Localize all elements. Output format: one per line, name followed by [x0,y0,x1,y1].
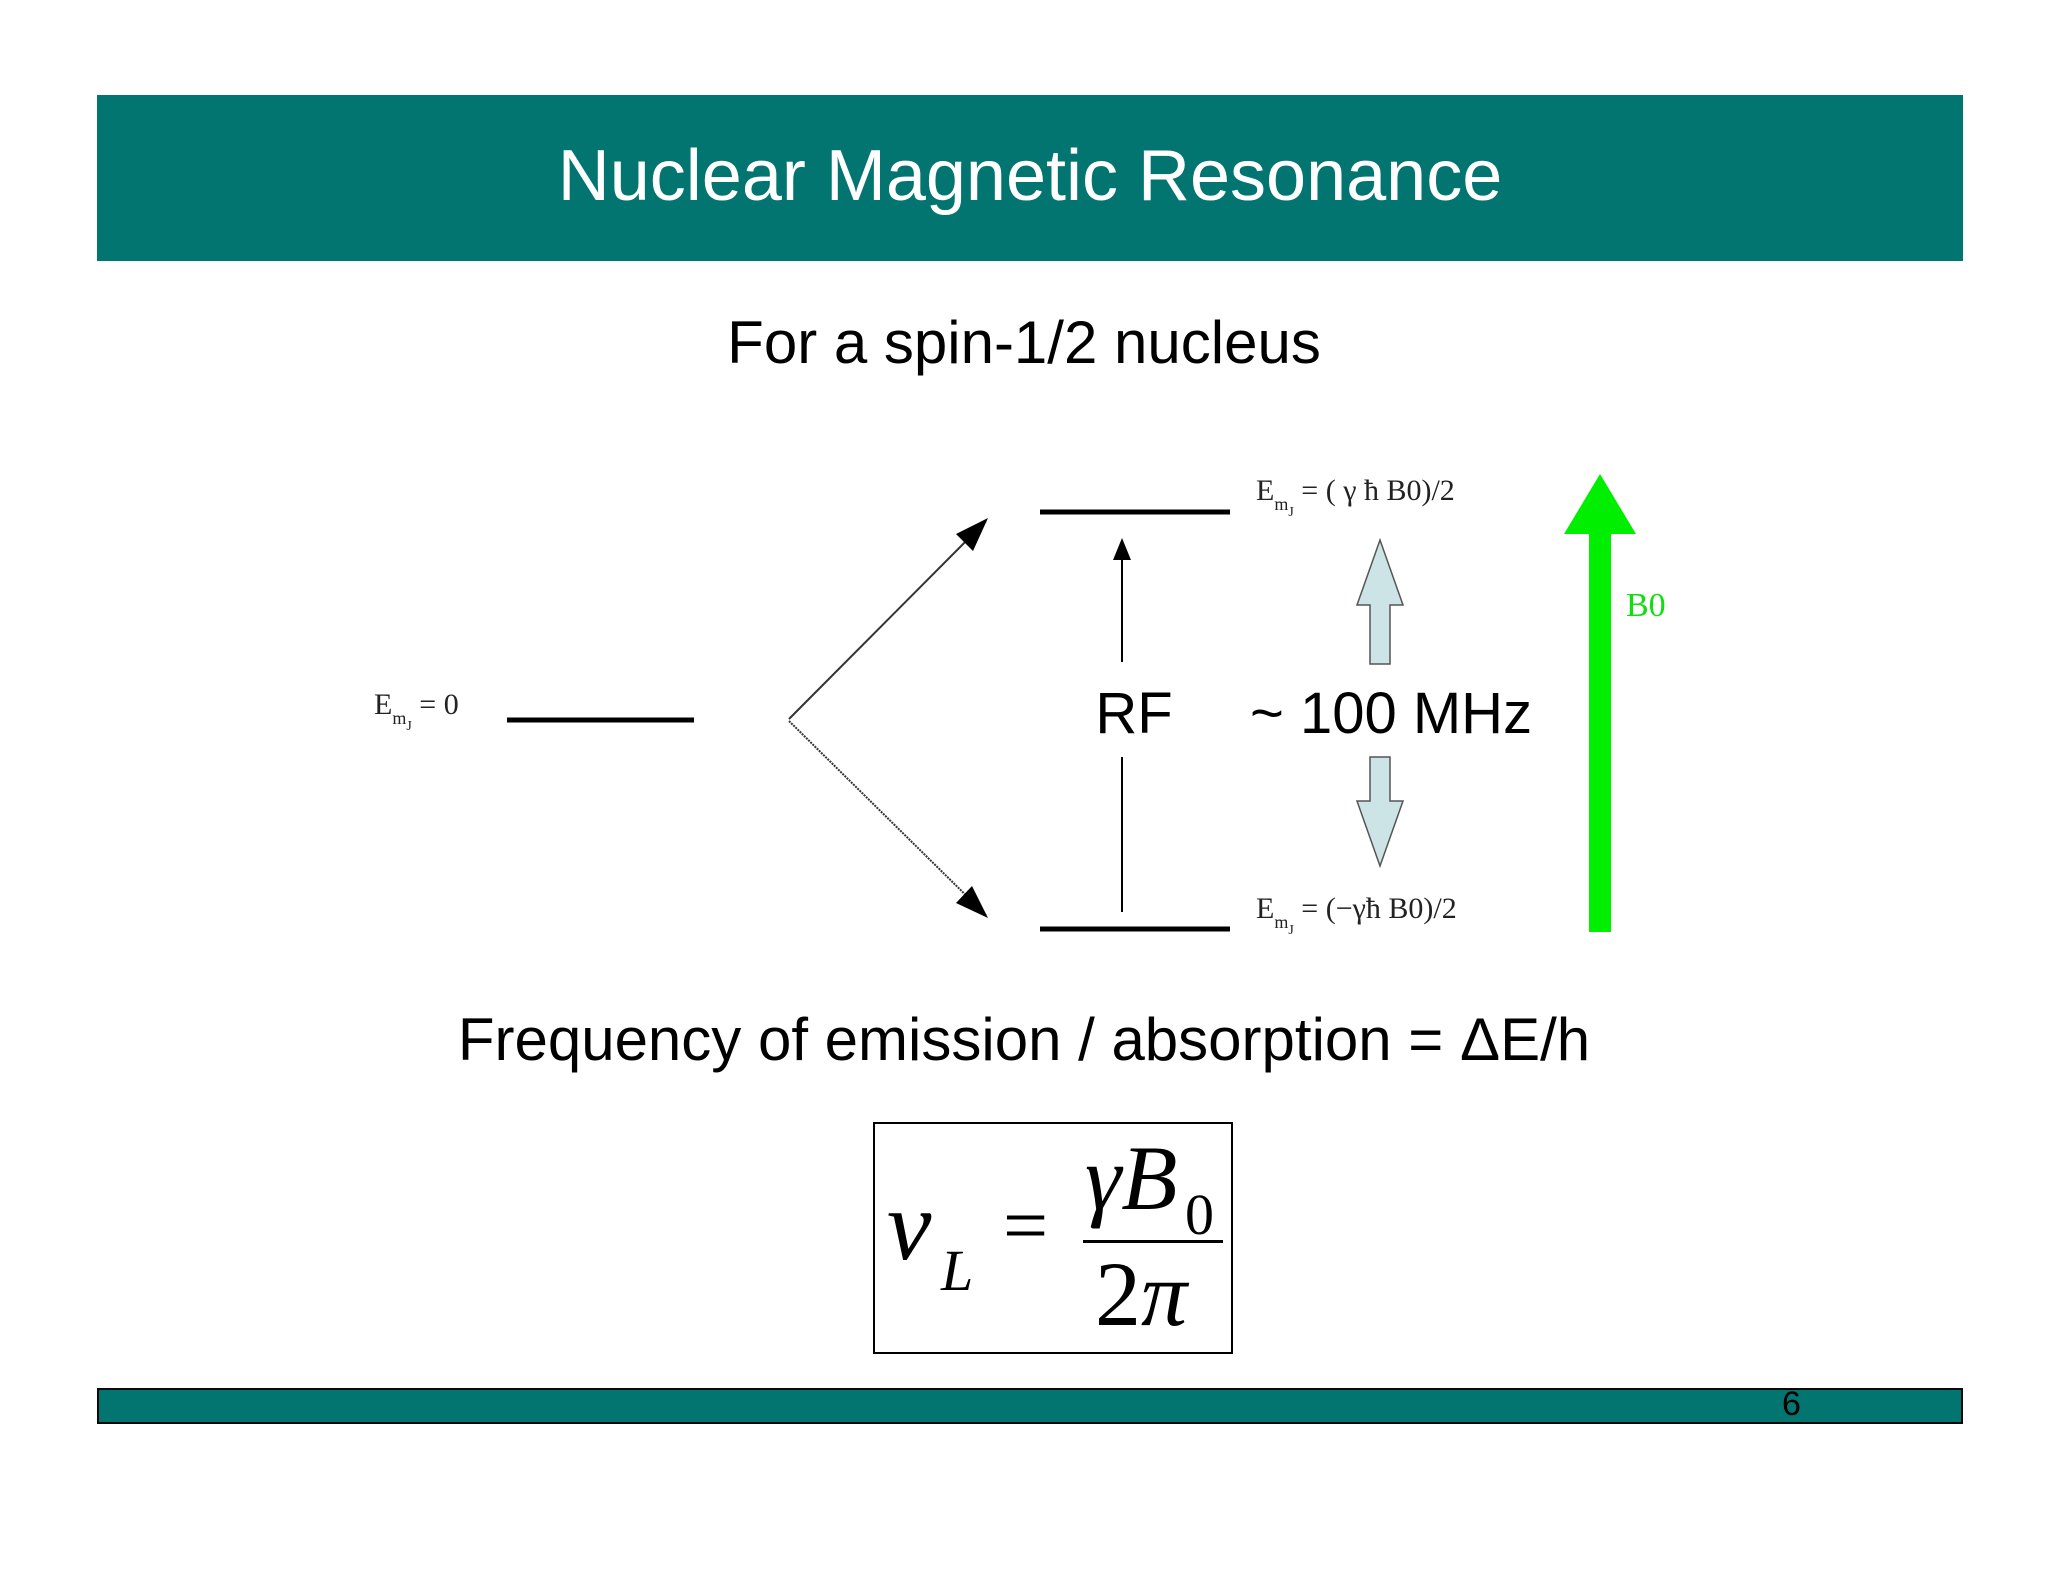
energy-gap-label: ~ 100 MHz [1250,681,1532,746]
gap-arrow-down [1355,756,1405,869]
lower-level-label: EmJ = (−γħ B0)/2 [1256,892,1457,938]
footer-bar [97,1388,1963,1424]
formula-equals: = [1003,1182,1049,1270]
left-level-label: EmJ = 0 [374,688,459,734]
field-arrow-head [1564,474,1636,534]
split-arrow-up-head [956,518,988,551]
gap-arrow-up [1355,537,1405,665]
formula-subscript-l: L [941,1238,974,1303]
formula-numerator: γB [1085,1127,1178,1229]
rf-label: RF [1095,681,1172,746]
formula-denominator-pi: π [1141,1243,1188,1345]
split-arrow-down-head [956,886,988,918]
formula-denominator-digit: 2 [1095,1243,1141,1345]
formula-fraction-bar [1083,1240,1223,1243]
formula-nu: ν [887,1170,932,1281]
formula-numerator-subscript: 0 [1185,1182,1214,1247]
split-arrow-up [788,520,987,720]
title-bar: Nuclear Magnetic Resonance [97,95,1963,261]
field-arrow-shaft [1589,520,1611,932]
formula-denominator: 2π [1095,1248,1187,1340]
frequency-statement: Frequency of emission / absorption = ΔE/… [457,1006,1591,1073]
slide-subtitle: For a spin-1/2 nucleus [727,309,1321,376]
page-number: 6 [1782,1385,1801,1423]
larmor-formula-box: ν L = γB 0 2π [873,1122,1233,1354]
rf-arrow-head [1113,538,1131,560]
upper-level-label: EmJ = ( γ ħ B0)/2 [1256,474,1455,520]
slide-title: Nuclear Magnetic Resonance [557,136,1503,216]
split-arrow-down [788,720,987,916]
field-label: B0 [1626,587,1666,624]
